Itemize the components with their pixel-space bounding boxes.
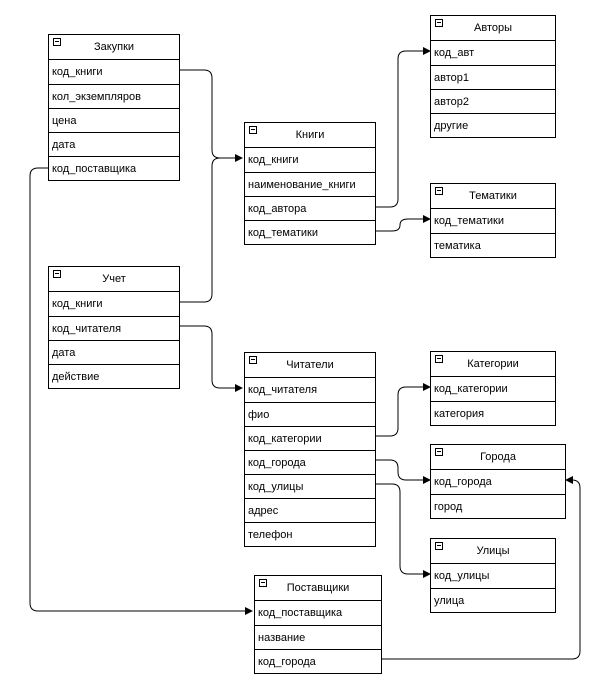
field-row[interactable]: город <box>431 494 565 518</box>
table-title: Категории <box>467 358 519 370</box>
link-books-authors <box>376 47 431 208</box>
table-accounting[interactable]: Учет код_книги код_читателя дата действи… <box>48 266 180 389</box>
link-readers-categories <box>376 383 431 437</box>
field-row[interactable]: код_читателя <box>49 316 179 340</box>
field-list: код_категории категория <box>431 377 555 425</box>
field-row[interactable]: код_книги <box>52 298 103 310</box>
collapse-icon[interactable] <box>435 19 443 27</box>
table-header: Города <box>431 445 565 470</box>
link-suppliers-cities <box>382 476 581 660</box>
table-header: Категории <box>431 352 555 377</box>
table-streets[interactable]: Улицы код_улицы улица <box>430 538 556 613</box>
field-row[interactable]: наименование_книги <box>245 172 375 196</box>
field-row[interactable]: код_категории <box>434 383 508 395</box>
field-list: код_города город <box>431 470 565 518</box>
table-header: Авторы <box>431 16 555 41</box>
field-row[interactable]: код_поставщика <box>49 156 179 180</box>
field-row[interactable]: улица <box>431 588 555 612</box>
collapse-icon[interactable] <box>249 126 257 134</box>
table-header: Тематики <box>431 184 555 209</box>
table-header: Учет <box>49 267 179 292</box>
field-row[interactable]: дата <box>49 132 179 156</box>
collapse-icon[interactable] <box>53 38 61 46</box>
field-row[interactable]: цена <box>49 108 179 132</box>
field-list: код_книги кол_экземпляров цена дата код_… <box>49 60 179 180</box>
table-authors[interactable]: Авторы код_авт автор1 автор2 другие <box>430 15 556 138</box>
field-row[interactable]: код_категории <box>245 426 375 450</box>
field-list: код_книги наименование_книги код_автора … <box>245 148 375 244</box>
field-row[interactable]: кол_экземпляров <box>49 84 179 108</box>
table-books[interactable]: Книги код_книги наименование_книги код_а… <box>244 122 376 245</box>
field-row[interactable]: телефон <box>245 522 375 546</box>
field-row[interactable]: код_города <box>434 476 492 488</box>
collapse-icon[interactable] <box>259 579 267 587</box>
field-row[interactable]: дата <box>49 340 179 364</box>
table-header: Улицы <box>431 539 555 564</box>
link-purchases-books <box>180 69 243 162</box>
field-list: код_книги код_читателя дата действие <box>49 292 179 388</box>
field-row[interactable]: код_тематики <box>245 220 375 244</box>
field-row[interactable]: код_книги <box>248 154 299 166</box>
table-title: Улицы <box>476 545 510 557</box>
field-row[interactable]: тематика <box>431 233 555 257</box>
table-topics[interactable]: Тематики код_тематики тематика <box>430 183 556 258</box>
field-list: код_улицы улица <box>431 564 555 612</box>
table-header: Читатели <box>245 353 375 378</box>
field-row[interactable]: код_улицы <box>245 474 375 498</box>
collapse-icon[interactable] <box>435 448 443 456</box>
collapse-icon[interactable] <box>435 355 443 363</box>
field-row[interactable]: код_тематики <box>434 215 504 227</box>
table-readers[interactable]: Читатели код_читателя фио код_категории … <box>244 352 376 547</box>
field-list: код_поставщика название код_города <box>255 601 381 673</box>
collapse-icon[interactable] <box>249 356 257 364</box>
field-list: код_читателя фио код_категории код_город… <box>245 378 375 546</box>
field-row[interactable]: код_города <box>255 649 381 673</box>
field-row[interactable]: код_книги <box>52 66 103 78</box>
field-list: код_авт автор1 автор2 другие <box>431 41 555 137</box>
field-row[interactable]: код_автора <box>245 196 375 220</box>
field-row[interactable]: категория <box>431 401 555 425</box>
collapse-icon[interactable] <box>53 270 61 278</box>
table-purchases[interactable]: Закупки код_книги кол_экземпляров цена д… <box>48 34 180 181</box>
link-purchases-suppliers <box>29 167 253 615</box>
table-suppliers[interactable]: Поставщики код_поставщика название код_г… <box>254 575 382 674</box>
table-title: Учет <box>102 273 126 285</box>
table-title: Города <box>480 451 516 463</box>
field-row[interactable]: код_читателя <box>248 384 318 396</box>
field-row[interactable]: адрес <box>245 498 375 522</box>
field-row[interactable]: код_авт <box>434 47 475 59</box>
field-row[interactable]: автор2 <box>431 89 555 113</box>
link-books-topics <box>376 215 431 232</box>
link-accounting-books <box>180 157 221 303</box>
table-title: Авторы <box>474 22 512 34</box>
field-row[interactable]: код_улицы <box>434 570 490 582</box>
field-row[interactable]: название <box>255 625 381 649</box>
table-header: Книги <box>245 123 375 148</box>
collapse-icon[interactable] <box>435 187 443 195</box>
link-readers-streets <box>376 483 431 578</box>
table-title: Читатели <box>286 359 334 371</box>
field-row[interactable]: код_поставщика <box>258 607 343 619</box>
table-title: Поставщики <box>286 582 350 594</box>
field-row[interactable]: действие <box>49 364 179 388</box>
table-header: Закупки <box>49 35 179 60</box>
collapse-icon[interactable] <box>435 542 443 550</box>
table-title: Книги <box>295 129 325 141</box>
table-title: Закупки <box>93 41 135 53</box>
table-header: Поставщики <box>255 576 381 601</box>
link-accounting-readers <box>180 325 243 392</box>
field-row[interactable]: другие <box>431 113 555 137</box>
table-cities[interactable]: Города код_города город <box>430 444 566 519</box>
link-readers-cities <box>376 459 431 484</box>
table-categories[interactable]: Категории код_категории категория <box>430 351 556 426</box>
field-row[interactable]: автор1 <box>431 65 555 89</box>
field-row[interactable]: фио <box>245 402 375 426</box>
field-row[interactable]: код_города <box>245 450 375 474</box>
field-list: код_тематики тематика <box>431 209 555 257</box>
table-title: Тематики <box>469 190 517 202</box>
